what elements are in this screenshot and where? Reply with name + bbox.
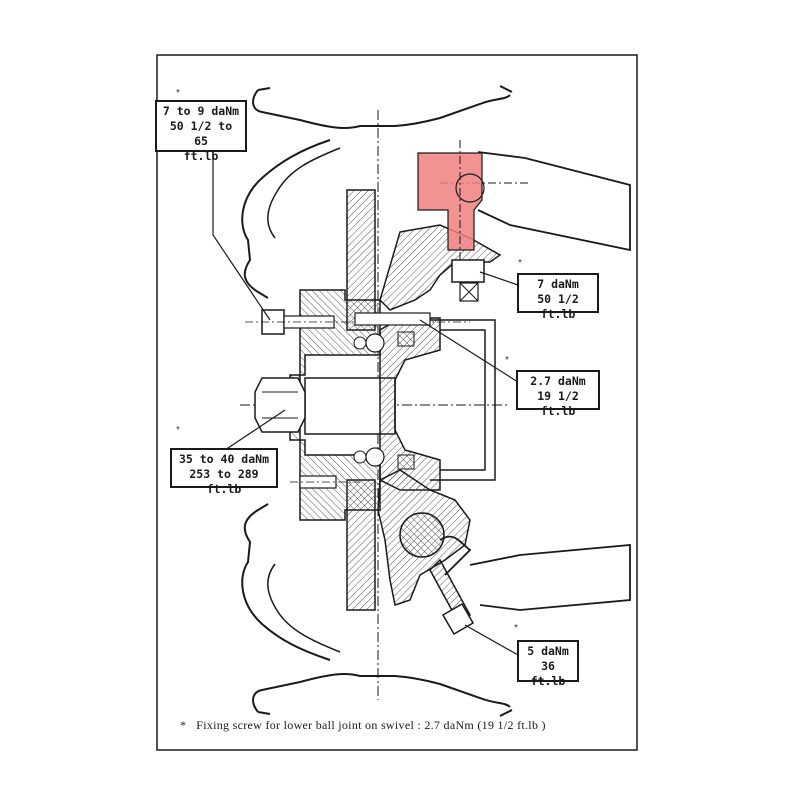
wheel-rim-bottom <box>252 673 513 717</box>
hub-nut <box>254 377 306 433</box>
wheel-rim-bottom-bead <box>241 503 331 661</box>
upper-bearing-roller <box>365 333 385 353</box>
torque-callout-brake-disc-screw: 2.7 daNm 19 1/2 ft.lb <box>516 370 600 418</box>
lower-ball-joint-nut <box>441 602 475 636</box>
torque-callout-upper-hub-bolt: 7 to 9 daNm 50 1/2 to 65 ft.lb <box>155 100 247 163</box>
upper-ball-joint-highlight <box>417 152 483 251</box>
upper-suspension-arm <box>477 151 631 252</box>
lower-ball-joint-boot <box>439 535 472 576</box>
brake-disc-screw-upper <box>354 312 431 326</box>
callout-line: 2.7 daNm <box>530 374 586 388</box>
callout-line: 253 to 289 ft.lb <box>189 467 259 496</box>
upper-ball-joint-ball <box>455 173 485 203</box>
leader-upper-ball-joint <box>479 271 519 286</box>
wheel-rim <box>252 85 513 129</box>
page-frame <box>156 54 638 751</box>
star-marker-hub-nut: * <box>176 425 180 436</box>
leader-upper-hub-bolt <box>212 150 271 321</box>
footnote-text: Fixing screw for lower ball joint on swi… <box>196 718 546 732</box>
wheel-rim-top-inner <box>267 147 341 239</box>
leader-hub-nut <box>224 409 286 451</box>
lower-bearing-roller-2 <box>353 450 367 464</box>
upper-bearing-roller-2 <box>353 336 367 350</box>
callout-line: 35 to 40 daNm <box>178 452 269 466</box>
callout-line: 7 daNm <box>537 277 579 291</box>
footnote-marker: * <box>180 718 187 732</box>
torque-callout-upper-ball-joint: 7 daNm 50 1/2 ft.lb <box>517 273 599 321</box>
torque-callout-hub-nut: 35 to 40 daNm 253 to 289 ft.lb <box>170 448 278 496</box>
leader-brake-disc-screw <box>419 319 519 383</box>
star-marker-upper-hub-bolt: * <box>176 88 180 99</box>
callout-line: ft.lb <box>183 149 219 163</box>
upper-seal <box>397 331 415 347</box>
footnote: * Fixing screw for lower ball joint on s… <box>180 718 546 733</box>
brake-shield <box>430 319 496 481</box>
callout-line: 5 daNm <box>527 644 569 658</box>
lower-seal <box>397 454 415 470</box>
wheel-rim-top-bead <box>241 139 331 299</box>
star-marker-brake-disc-screw: * <box>505 355 509 366</box>
leader-lower-ball-joint <box>464 624 519 656</box>
torque-callout-lower-ball-joint: 5 daNm 36 ft.lb <box>517 640 579 688</box>
callout-line: 19 1/2 ft.lb <box>537 389 579 418</box>
lower-suspension-arm <box>469 544 631 611</box>
callout-line: 36 ft.lb <box>530 659 566 688</box>
wheel-rim-bottom-inner <box>267 563 341 653</box>
callout-line: 50 1/2 ft.lb <box>537 292 579 321</box>
callout-line: 50 1/2 to 65 <box>169 119 233 148</box>
lower-ball-joint-ball <box>399 512 445 558</box>
upper-stud-cross <box>459 282 479 302</box>
upper-ball-joint-nut <box>451 259 485 283</box>
lower-bearing-roller <box>365 447 385 467</box>
callout-line: 7 to 9 daNm <box>162 104 240 118</box>
star-marker-lower-ball-joint: * <box>514 623 518 634</box>
star-marker-upper-ball-joint: * <box>518 258 522 269</box>
